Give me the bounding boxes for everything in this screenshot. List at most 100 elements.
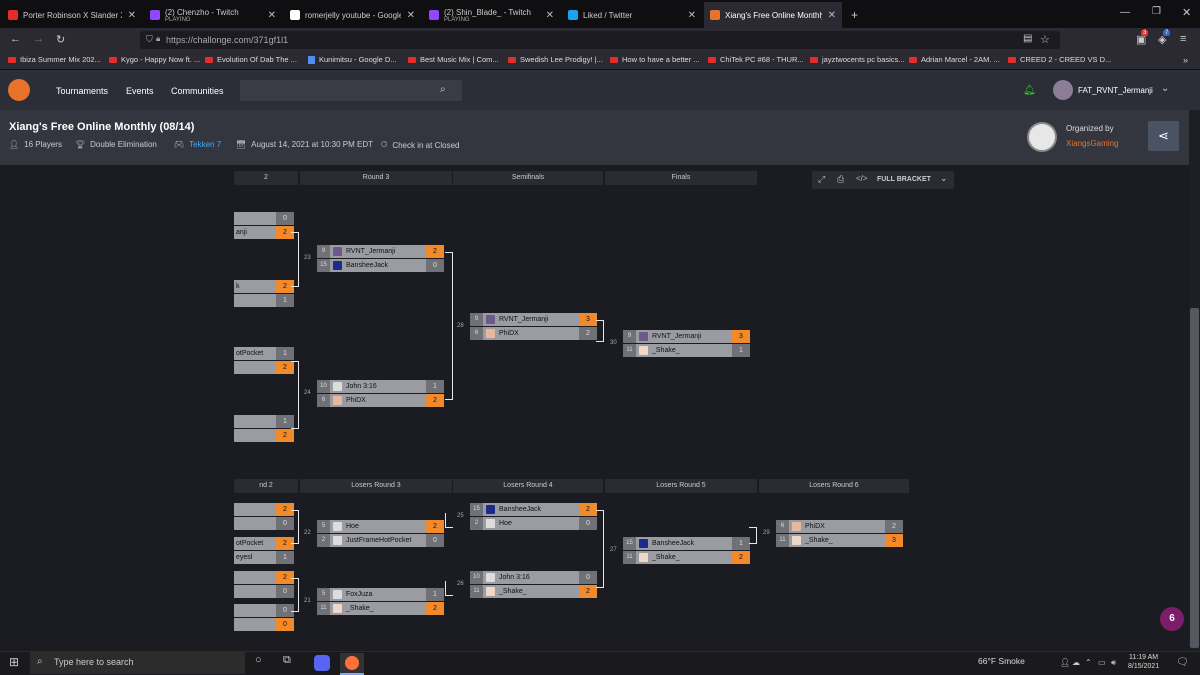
player-row-partial[interactable]: 2 — [234, 503, 294, 516]
extension-icon-a[interactable]: ▣ — [1136, 34, 1147, 46]
bookmark-star-icon[interactable]: ☆ — [1040, 34, 1050, 46]
player-row-partial[interactable]: 1 — [234, 415, 294, 428]
notification-bell-icon[interactable]: 🔔︎ — [1023, 85, 1036, 96]
player-row[interactable]: 11_Shake_1 — [623, 344, 750, 357]
bookmark-item[interactable]: How to have a better ... — [610, 55, 700, 64]
print-icon[interactable]: ⎙ — [837, 174, 845, 184]
organizer-avatar[interactable] — [1027, 122, 1057, 152]
bookmark-item[interactable]: Kunimitsu - Google D... — [308, 55, 397, 64]
volume-icon[interactable]: 🔊︎ — [1111, 658, 1117, 667]
browser-tab[interactable]: Porter Robinson X Slander X Sa✕ — [2, 2, 142, 28]
embed-code-icon[interactable]: </> — [856, 174, 868, 183]
address-bar[interactable]: ⛉ 🔒︎ https://challonge.com/371gf1l1 — [140, 31, 1060, 49]
tab-close-icon[interactable]: ✕ — [545, 9, 554, 21]
browser-tab[interactable]: Xiang's Free Online Monthly (08✕ — [704, 2, 842, 28]
tab-close-icon[interactable]: ✕ — [687, 9, 696, 21]
bookmark-item[interactable]: Evolution Of Dab The ... — [205, 55, 297, 64]
nav-communities[interactable]: Communities — [171, 86, 224, 96]
firefox-taskbar-button[interactable] — [340, 653, 364, 675]
new-tab-button[interactable]: + — [851, 8, 859, 22]
taskbar-search-input[interactable]: ⌕ Type here to search — [30, 652, 245, 674]
player-row-partial[interactable]: 2 — [234, 571, 294, 584]
fullscreen-icon[interactable]: ⤢ — [818, 174, 826, 184]
player-row-partial[interactable]: 0 — [234, 618, 294, 631]
cloud-tray-icon[interactable]: ☁︎ — [1072, 658, 1080, 667]
browser-tab[interactable]: romerjelly youtube - Google Se✕ — [284, 2, 421, 28]
full-bracket-dropdown[interactable]: FULL BRACKET — [877, 176, 931, 183]
bookmarks-overflow-icon[interactable]: » — [1183, 55, 1189, 65]
minimize-button[interactable]: — — [1120, 7, 1130, 18]
user-menu-chevron-icon[interactable]: ⌄ — [1161, 83, 1170, 94]
challonge-logo[interactable] — [8, 79, 30, 101]
back-arrow-icon[interactable]: ← — [10, 33, 21, 45]
menu-icon[interactable]: ≡ — [1180, 33, 1187, 45]
close-window-button[interactable]: ✕ — [1182, 7, 1192, 19]
maximize-button[interactable]: ❐ — [1152, 6, 1161, 17]
game-link[interactable]: Tekken 7 — [189, 140, 222, 149]
bookmark-item[interactable]: jayztwocents pc basics... — [810, 55, 905, 64]
organizer-link[interactable]: XiangsGaming — [1066, 139, 1119, 148]
site-search-input[interactable]: ⌕ — [240, 80, 462, 101]
player-row-partial[interactable]: 0 — [234, 212, 294, 225]
notification-count-badge[interactable]: 6 — [1160, 607, 1184, 631]
bookmark-item[interactable]: CREED 2 - CREED VS D... — [1008, 55, 1111, 64]
task-view-icon[interactable]: ⧉ — [283, 654, 291, 666]
windows-start-icon[interactable]: ⊞ — [9, 655, 20, 669]
share-button[interactable]: ⋖ — [1148, 121, 1179, 151]
action-center-icon[interactable]: 🗨︎ — [1176, 657, 1189, 668]
player-row[interactable]: 11_Shake_2 — [317, 602, 444, 615]
weather-widget[interactable]: 66°F Smoke — [978, 656, 1025, 666]
bookmark-item[interactable]: Best Music Mix | Com... — [408, 55, 499, 64]
nav-tournaments[interactable]: Tournaments — [56, 86, 109, 96]
reader-view-icon[interactable]: ▤ — [1023, 33, 1033, 44]
battery-icon[interactable]: ▭ — [1098, 658, 1106, 667]
bookmark-item[interactable]: Adrian Marcel - 2AM. ... — [909, 55, 1000, 64]
browser-tab[interactable]: Liked / Twitter✕ — [562, 2, 702, 28]
player-row-partial[interactable]: 2 — [234, 361, 294, 374]
bookmark-item[interactable]: Swedish Lee Prodigy! |... — [508, 55, 603, 64]
tab-close-icon[interactable]: ✕ — [406, 9, 415, 21]
tab-close-icon[interactable]: ✕ — [827, 9, 836, 21]
discord-icon[interactable] — [314, 655, 330, 671]
player-row[interactable]: 11_Shake_2 — [470, 585, 597, 598]
bookmark-item[interactable]: Ibiza Summer Mix 202... — [8, 55, 101, 64]
reload-icon[interactable]: ↻ — [56, 34, 66, 46]
people-tray-icon[interactable]: 👤︎ — [1060, 658, 1071, 667]
taskbar-clock[interactable]: 11:19 AM 8/15/2021 — [1128, 653, 1159, 671]
player-row-partial[interactable]: 0 — [234, 604, 294, 617]
player-row[interactable]: 11_Shake_3 — [776, 534, 903, 547]
nav-events[interactable]: Events — [126, 86, 154, 96]
forward-arrow-icon[interactable]: → — [33, 33, 44, 45]
page-scrollbar-thumb[interactable] — [1190, 308, 1199, 648]
user-avatar[interactable] — [1053, 80, 1073, 100]
player-row-partial[interactable]: 1 — [234, 294, 294, 307]
username[interactable]: FAT_RVNT_Jermanji — [1078, 86, 1153, 95]
bookmark-item[interactable]: ChiTek PC #68 - THUR... — [708, 55, 804, 64]
player-row-partial[interactable]: 2 — [234, 429, 294, 442]
player-row-partial[interactable]: 0 — [234, 517, 294, 530]
player-row-partial[interactable]: 0 — [234, 585, 294, 598]
extension-icon-b[interactable]: ◈ — [1158, 34, 1167, 46]
chevron-down-icon[interactable]: ⌄ — [940, 173, 948, 183]
tab-close-icon[interactable]: ✕ — [127, 9, 136, 21]
bookmark-item[interactable]: Kygo - Happy Now ft. ... — [109, 55, 200, 64]
